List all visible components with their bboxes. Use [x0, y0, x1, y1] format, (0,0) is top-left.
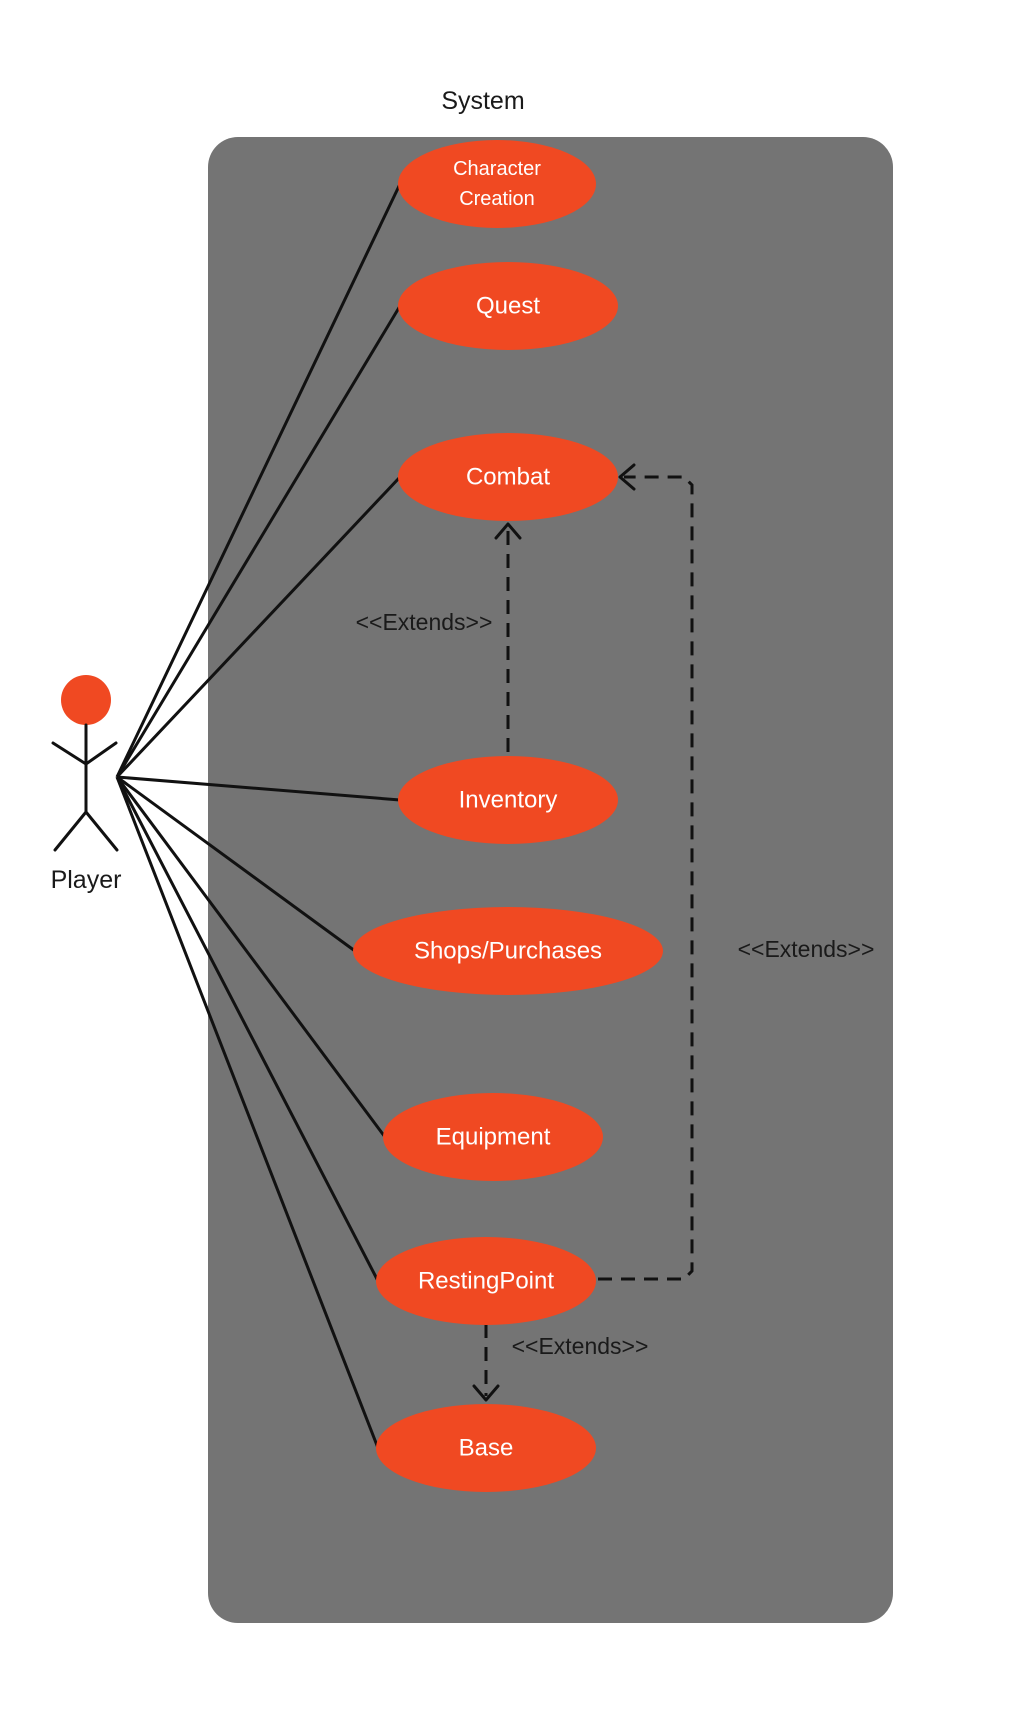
- actor-label: Player: [51, 866, 122, 894]
- extends-inventory-combat: <<Extends>>: [356, 522, 522, 752]
- association-combat: [115, 475, 402, 779]
- extends-label: <<Extends>>: [738, 936, 875, 962]
- extends-restingpoint-combat: <<Extends>>: [598, 463, 875, 1281]
- use-case-label: Equipment: [436, 1124, 551, 1151]
- association-quest: [115, 305, 402, 778]
- association-shops-purchases: [116, 775, 356, 953]
- extends-restingpoint-base: <<Extends>>: [472, 1324, 649, 1402]
- extends-label: <<Extends>>: [512, 1333, 649, 1359]
- use-case-label: Inventory: [459, 787, 558, 814]
- use-case-ellipse: [398, 433, 618, 521]
- use-case-label: Creation: [459, 188, 535, 210]
- use-case-ellipse: [383, 1093, 603, 1181]
- extends-label: <<Extends>>: [356, 609, 493, 635]
- use-case-label: Combat: [466, 464, 550, 491]
- use-case-equipment: Equipment: [383, 1093, 603, 1181]
- use-case-label: Character: [453, 158, 541, 180]
- use-case-inventory: Inventory: [398, 756, 618, 844]
- use-case-base: Base: [376, 1404, 596, 1492]
- actor-head: [61, 675, 111, 725]
- association-resting-point: [115, 776, 380, 1282]
- use-case-ellipse: [398, 756, 618, 844]
- use-case-label: Quest: [476, 293, 540, 320]
- use-case-ellipse: [353, 907, 663, 995]
- use-case-ellipse: [376, 1237, 596, 1325]
- use-case-ellipse: [376, 1404, 596, 1492]
- use-case-quest: Quest: [398, 262, 618, 350]
- association-character-creation: [115, 183, 402, 778]
- use-case-ellipse: [398, 262, 618, 350]
- use-case-resting-point: RestingPoint: [376, 1237, 596, 1325]
- use-cases: CharacterCreationQuestCombatInventorySho…: [353, 140, 663, 1492]
- actor-body: [51, 723, 119, 852]
- association-lines: [115, 183, 402, 1449]
- system-boundary: [208, 137, 893, 1623]
- use-case-shops-purchases: Shops/Purchases: [353, 907, 663, 995]
- use-case-label: Base: [459, 1435, 514, 1462]
- association-inventory: [116, 775, 401, 802]
- system-label: System: [441, 87, 524, 115]
- association-equipment: [115, 776, 387, 1138]
- actor-player: Player: [51, 675, 122, 894]
- use-case-label: Shops/Purchases: [414, 938, 602, 965]
- use-case-label: RestingPoint: [418, 1268, 554, 1295]
- association-base: [115, 776, 380, 1449]
- use-case-ellipse: [398, 140, 596, 228]
- use-case-combat: Combat: [398, 433, 618, 521]
